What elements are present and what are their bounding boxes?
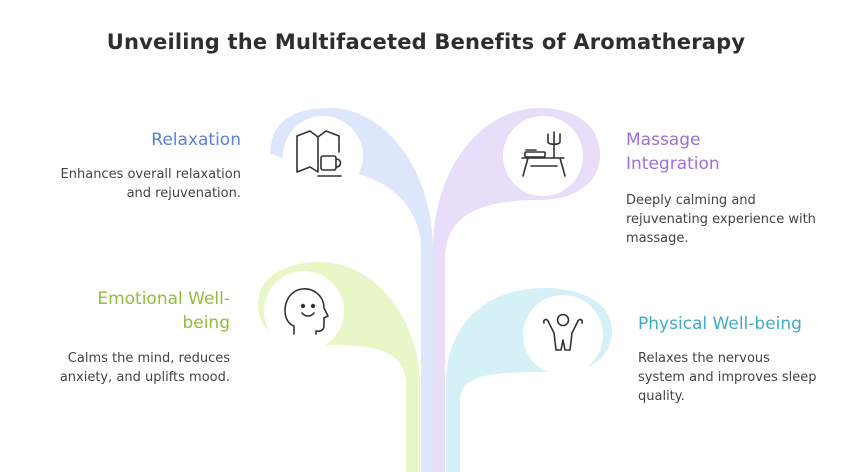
book-and-cup-icon xyxy=(296,130,342,177)
physical-description: Relaxes the nervous system and improves … xyxy=(638,351,817,404)
massage-description: Deeply calming and rejuvenating experien… xyxy=(626,193,816,246)
massage-table-icon xyxy=(521,131,566,177)
emotional-description: Calms the mind, reduces anxiety, and upl… xyxy=(59,351,230,385)
circle-physical xyxy=(523,295,603,375)
circle-massage xyxy=(503,116,583,196)
relaxation-heading: Relaxation xyxy=(151,130,241,150)
relaxation-description: Enhances overall relaxation and rejuvena… xyxy=(60,167,241,201)
circle-emotional xyxy=(264,271,344,351)
petal-massage xyxy=(433,108,600,472)
diagram-title: Unveiling the Multifaceted Benefits of A… xyxy=(106,30,746,54)
emotional-heading: Emotional Well-being xyxy=(97,289,230,333)
massage-heading: Massage Integration xyxy=(626,130,720,174)
head-smile-icon xyxy=(284,288,329,335)
person-arms-up-icon xyxy=(543,313,583,351)
physical-heading: Physical Well-being xyxy=(638,314,802,334)
